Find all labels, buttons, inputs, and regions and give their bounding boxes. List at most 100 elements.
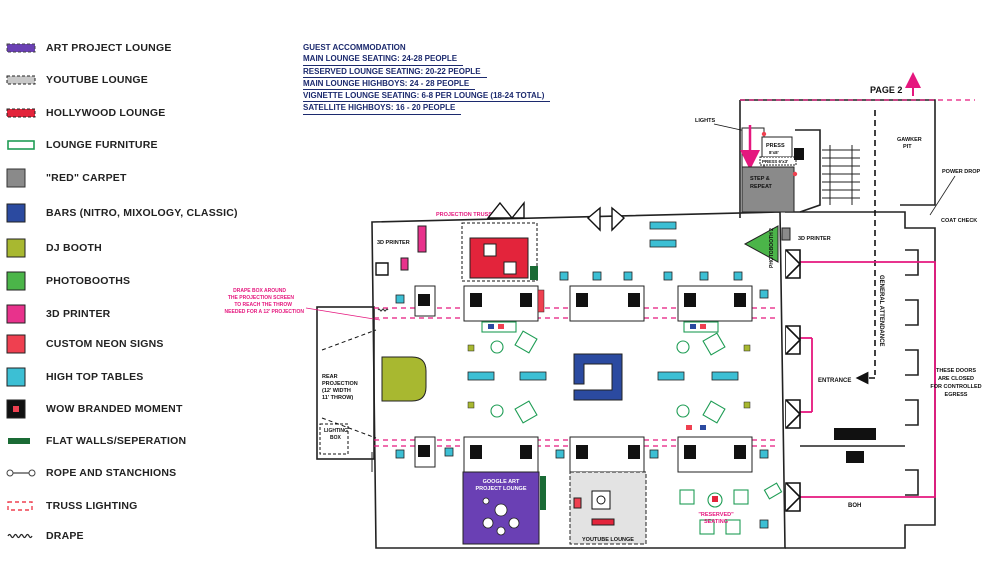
center-bar <box>573 353 623 401</box>
red-dashed-swatch-icon <box>6 108 36 118</box>
drape-note-line: DRAPE BOX AROUND <box>233 288 286 294</box>
step-repeat-label: STEP & <box>750 176 770 182</box>
art-project-label: PROJECT LOUNGE <box>475 486 526 492</box>
legend-label: HOLLYWOOD LOUNGE <box>46 107 166 119</box>
legend-label: FLAT WALLS/SEPERATION <box>46 435 187 447</box>
lighting-box-line: LIGHTING <box>324 428 348 434</box>
rear-projection-line: REAR <box>322 374 338 380</box>
youtube-moment-icon <box>596 495 606 505</box>
legend-label: HIGH TOP TABLES <box>46 371 144 383</box>
egress-route <box>800 261 936 498</box>
boh-label: BOH <box>848 503 861 509</box>
top-doors <box>375 201 626 276</box>
youtube-lounge-label: YOUTUBE LOUNGE <box>582 537 634 543</box>
olive-square-swatch-icon <box>6 238 26 258</box>
camera-icon <box>794 148 804 160</box>
accent-cushions <box>467 324 751 502</box>
guest-accommodation: GUEST ACCOMMODATION MAIN LOUNGE SEATING:… <box>303 42 551 115</box>
drape-wave-swatch-icon <box>7 533 33 539</box>
doors-note-line: THESE DOORS <box>936 368 976 374</box>
black-red-square-swatch-icon <box>6 399 26 419</box>
press-size-label: 8'x8' <box>769 150 779 155</box>
press-small-box <box>759 156 797 166</box>
egress-note: THESE DOORS ARE CLOSED FOR CONTROLLED EG… <box>930 368 981 398</box>
wow-moments <box>418 293 746 459</box>
reserved-label: "RESERVED" <box>698 512 734 518</box>
gray-square-swatch-icon <box>6 168 26 188</box>
flat-wall <box>540 476 546 510</box>
legend-label: LOUNGE FURNITURE <box>46 139 158 151</box>
projection-truss-label: PROJECTION TRUSS <box>436 212 492 218</box>
youtube-sofa <box>591 518 615 526</box>
general-attendance-label: GENERAL ATTENDANCE <box>878 275 884 347</box>
lighting-box-line: BOX <box>330 435 342 441</box>
power-drop-label: POWER DROP <box>942 169 981 175</box>
guest-line: VIGNETTE LOUNGE SEATING: 6-8 PER LOUNGE … <box>303 90 551 103</box>
legend-label: WOW BRANDED MOMENT <box>46 403 183 415</box>
gawker-label: GAWKER <box>897 137 922 143</box>
art-project-label: GOOGLE ART <box>483 479 520 485</box>
coat-check-label: COAT CHECK <box>941 218 977 224</box>
power-drop-leader <box>929 175 956 216</box>
3d-printer <box>417 225 427 253</box>
reserved-label: SEATING <box>704 519 728 525</box>
projection-truss-box <box>461 222 538 282</box>
legend-label: TRUSS LIGHTING <box>46 500 138 512</box>
carpet-runner <box>781 227 791 241</box>
purple-bar-swatch-icon <box>6 43 36 53</box>
coral-square-swatch-icon <box>6 334 26 354</box>
pink-square-swatch-icon <box>6 304 26 324</box>
neon-sign <box>537 289 545 313</box>
cyan-square-swatch-icon <box>6 367 26 387</box>
photobooth-label: PHOTOBOOTH 2 <box>769 228 775 268</box>
guest-line: RESERVED LOUNGE SEATING: 20-22 PEOPLE <box>303 66 487 78</box>
step-repeat-label: REPEAT <box>750 184 773 190</box>
drape-note-line: NEEDED FOR A 12' PROJECTION <box>225 309 305 315</box>
art-lounge-seating <box>482 497 520 536</box>
green-square-swatch-icon <box>6 271 26 291</box>
light-dot-icon <box>792 171 798 177</box>
youtube-moment <box>591 490 611 510</box>
drape-edge <box>377 308 389 312</box>
hollywood-lounge <box>469 237 529 279</box>
drape-note-line: THE PROJECTION SCREEN <box>228 295 295 301</box>
lights-label: LIGHTS <box>695 118 715 124</box>
page-2-label: PAGE 2 <box>870 85 902 95</box>
green-outline-swatch-icon <box>7 140 35 150</box>
double-doors <box>785 249 802 512</box>
drape-note: DRAPE BOX AROUND THE PROJECTION SCREEN T… <box>225 288 381 321</box>
legend-label: ART PROJECT LOUNGE <box>46 42 172 54</box>
wow-branded-moment <box>846 451 864 463</box>
drape-note-line: TO REACH THE THROW <box>234 302 292 308</box>
press-small-label: PRESS 6'x3' <box>762 159 788 164</box>
doors-note-line: EGRESS <box>945 392 968 398</box>
red-dashed-outline-swatch-icon <box>7 501 33 511</box>
high-top-tables <box>395 221 769 529</box>
neon-sign <box>573 497 582 509</box>
rear-projection-line: (12' WIDTH <box>322 388 351 394</box>
green-bar-swatch-icon <box>8 438 30 444</box>
wow-branded-moment <box>834 428 876 440</box>
photobooth <box>743 225 779 263</box>
rear-projection-line: PROJECTION <box>322 381 358 387</box>
3d-printer <box>400 257 409 271</box>
gray-dashed-swatch-icon <box>6 75 36 85</box>
lounge-furniture <box>481 321 783 535</box>
doors-note-line: ARE CLOSED <box>938 376 974 382</box>
legend-label: BARS (NITRO, MIXOLOGY, CLASSIC) <box>46 207 238 219</box>
guest-line: SATELLITE HIGHBOYS: 16 - 20 PEOPLE <box>303 102 462 115</box>
rear-projection-line: 11' THROW) <box>322 395 353 401</box>
press-label: PRESS <box>766 143 785 149</box>
rope-stanchion-swatch-icon <box>6 469 36 477</box>
gawker-label: PIT <box>903 144 912 150</box>
stairs <box>822 145 860 205</box>
lounge-chair <box>503 261 517 275</box>
legend-label: YOUTUBE LOUNGE <box>46 74 148 86</box>
legend-label: DRAPE <box>46 530 84 542</box>
doors-note-line: FOR CONTROLLED <box>930 384 981 390</box>
guest-line: MAIN LOUNGE HIGHBOYS: 24 - 28 PEOPLE <box>303 78 476 91</box>
legend-label: ROPE AND STANCHIONS <box>46 467 177 479</box>
flat-wall <box>530 266 538 280</box>
legend-label: PHOTOBOOTHS <box>46 275 131 287</box>
